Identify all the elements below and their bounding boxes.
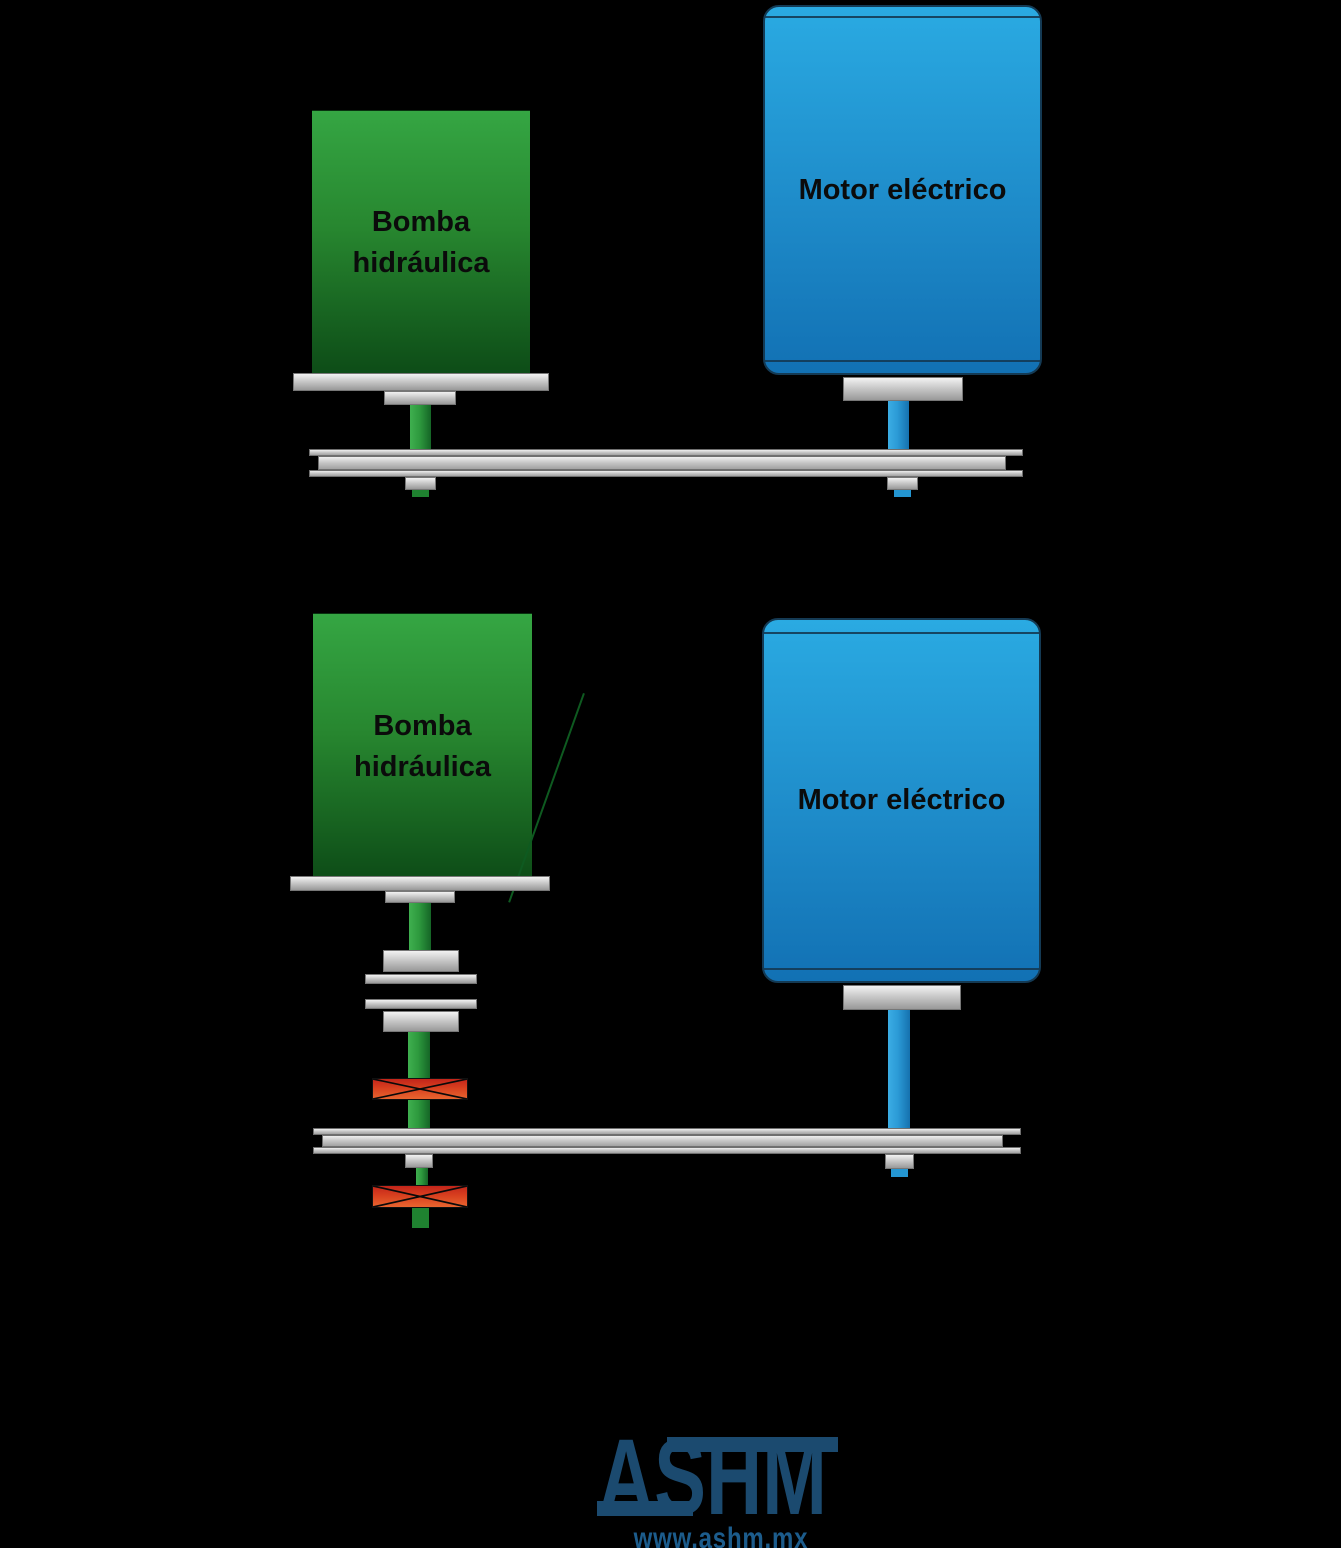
motor-base-plate	[843, 377, 963, 401]
pump-mount-plate-small	[385, 891, 455, 903]
motor-shaft	[888, 1010, 910, 1128]
motor-top-seam	[765, 16, 1040, 18]
logo-bottom-stroke	[597, 1501, 693, 1516]
motor-shaft-bearing-block	[887, 477, 918, 490]
pump-shaft	[410, 405, 431, 449]
pump-box: Bomba hidráulica	[313, 613, 532, 880]
pump-shaft-end	[412, 1208, 429, 1228]
bed-rail-top	[313, 1128, 1021, 1135]
pump-mount-plate-wide	[293, 373, 549, 391]
pump-mount-plate-wide	[290, 876, 550, 891]
pump-label: Bomba hidráulica	[354, 710, 491, 783]
motor-shaft	[888, 401, 909, 449]
pump-shaft-middle	[408, 1032, 430, 1078]
motor-label: Motor eléctrico	[797, 784, 1006, 817]
crossed-out-spacer-marker	[372, 1078, 468, 1100]
pump-shaft-upper	[409, 903, 431, 950]
motor-top-seam	[764, 632, 1039, 634]
coupling-hub-top	[383, 950, 459, 972]
x-cross-icon	[373, 1079, 467, 1099]
bed-rail-middle	[318, 456, 1006, 470]
motor-bottom-seam	[765, 360, 1040, 362]
pump-shaft-bearing-block	[405, 1154, 433, 1168]
motor-shaft-end	[894, 490, 911, 497]
x-cross-icon	[373, 1186, 467, 1207]
coupling-hub-bottom	[383, 1011, 459, 1032]
motor-label: Motor eléctrico	[798, 173, 1007, 206]
motor-box: Motor eléctrico	[762, 618, 1041, 983]
coupling-flange-bottom	[365, 999, 477, 1009]
pump-shaft-bearing-block	[405, 477, 436, 490]
pump-shaft-lower	[408, 1100, 430, 1128]
bed-rail-bottom	[309, 470, 1023, 477]
bed-rail-top	[309, 449, 1023, 456]
crossed-out-spacer-marker	[372, 1185, 468, 1208]
pump-shaft-end	[412, 490, 429, 497]
motor-shaft-bearing-block	[885, 1154, 914, 1169]
pump-shaft-stub	[416, 1168, 428, 1185]
coupling-flange-top	[365, 974, 477, 984]
logo-website-url: www.ashm.mx	[633, 1522, 809, 1548]
logo-top-stroke	[667, 1437, 838, 1452]
motor-base-plate	[843, 985, 961, 1010]
motor-shaft-end	[891, 1169, 908, 1177]
motor-bottom-seam	[764, 968, 1039, 970]
pump-label: Bomba hidráulica	[352, 205, 490, 279]
bed-rail-bottom	[313, 1147, 1021, 1154]
bed-rail-middle	[322, 1135, 1003, 1147]
motor-box: Motor eléctrico	[763, 5, 1042, 375]
pump-box: Bomba hidráulica	[312, 110, 530, 374]
pump-mount-plate-small	[384, 391, 456, 405]
